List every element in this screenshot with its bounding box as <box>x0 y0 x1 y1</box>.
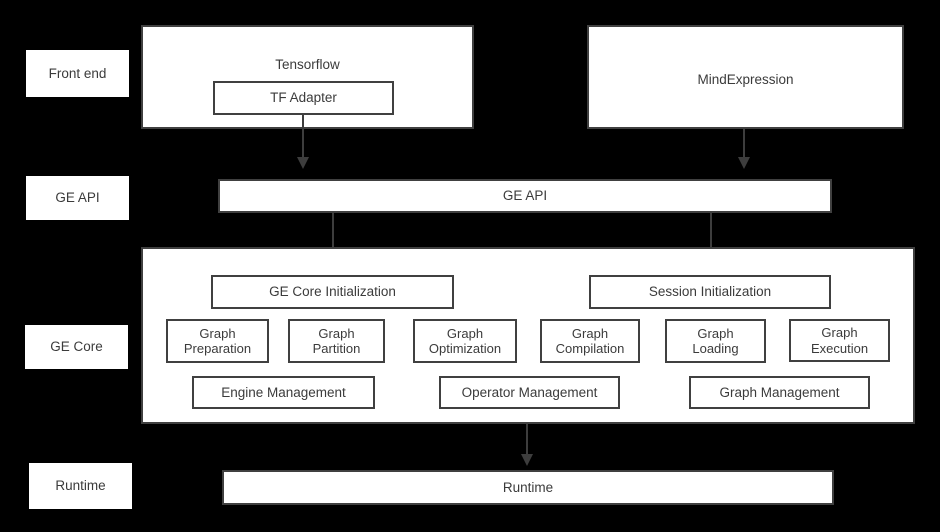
tf-adapter-label: TF Adapter <box>270 90 337 106</box>
graph-compilation-box: Graph Compilation <box>540 319 640 363</box>
operator-management-box: Operator Management <box>439 376 620 409</box>
layer-label-front-end: Front end <box>26 50 129 97</box>
graph-optimization-label-line1: Graph <box>446 325 484 341</box>
graph-management-box: Graph Management <box>689 376 870 409</box>
layer-label-ge-api-text: GE API <box>55 190 100 206</box>
session-initialization-label: Session Initialization <box>648 284 772 300</box>
mindexpression-container: MindExpression <box>587 25 904 129</box>
arrowhead-tf-adapter-to-ge-api <box>297 157 309 169</box>
layer-label-front-end-text: Front end <box>48 65 107 81</box>
runtime-bar-label: Runtime <box>502 479 554 495</box>
graph-loading-box: Graph Loading <box>665 319 766 363</box>
graph-compilation-label-line2: Compilation <box>555 341 625 356</box>
graph-loading-label-line2: Loading <box>692 341 739 356</box>
layer-label-ge-core-text: GE Core <box>50 339 103 355</box>
runtime-bar: Runtime <box>222 470 834 505</box>
tf-adapter-box: TF Adapter <box>213 81 394 115</box>
graph-partition-label-line1: Graph <box>318 325 355 341</box>
tensorflow-title: Tensorflow <box>275 57 340 72</box>
ge-api-bar: GE API <box>218 179 832 213</box>
session-initialization-box: Session Initialization <box>589 275 831 309</box>
operator-management-label: Operator Management <box>461 384 598 400</box>
engine-management-label: Engine Management <box>221 384 346 400</box>
graph-preparation-box: Graph Preparation <box>166 319 269 363</box>
arrowhead-mindexpression-to-ge-api <box>738 157 750 169</box>
layer-label-runtime: Runtime <box>29 463 132 509</box>
graph-preparation-label-line1: Graph <box>199 325 236 341</box>
graph-execution-label-line2: Execution <box>810 340 869 356</box>
graph-partition-label-line2: Partition <box>312 341 361 356</box>
ge-core-initialization-box: GE Core Initialization <box>211 275 454 309</box>
ge-core-initialization-label: GE Core Initialization <box>269 284 396 300</box>
connector-ge-api-to-ge-core-initialization <box>332 213 334 257</box>
arrowhead-ge-core-to-runtime <box>521 454 533 466</box>
graph-compilation-label-line1: Graph <box>571 325 609 341</box>
layer-label-ge-core: GE Core <box>25 325 128 369</box>
graph-optimization-box: Graph Optimization <box>413 319 517 363</box>
ge-api-bar-label: GE API <box>502 188 548 204</box>
mindexpression-title: MindExpression <box>697 72 794 87</box>
graph-preparation-label-line2: Preparation <box>183 341 252 356</box>
graph-loading-label-line1: Graph <box>697 325 734 341</box>
graph-management-label: Graph Management <box>719 384 840 400</box>
connector-mindexpression-to-ge-api <box>743 129 745 159</box>
graph-optimization-label-line2: Optimization <box>428 341 502 356</box>
engine-management-box: Engine Management <box>192 376 375 409</box>
graph-execution-label-line1: Graph <box>821 325 858 341</box>
layer-label-runtime-text: Runtime <box>55 478 106 494</box>
connector-ge-core-to-runtime <box>526 424 528 456</box>
connector-tf-adapter-to-ge-api <box>302 115 304 159</box>
layer-label-ge-api: GE API <box>26 176 129 220</box>
connector-ge-api-to-session-initialization <box>710 213 712 257</box>
graph-partition-box: Graph Partition <box>288 319 385 363</box>
graph-execution-box: Graph Execution <box>789 319 890 362</box>
